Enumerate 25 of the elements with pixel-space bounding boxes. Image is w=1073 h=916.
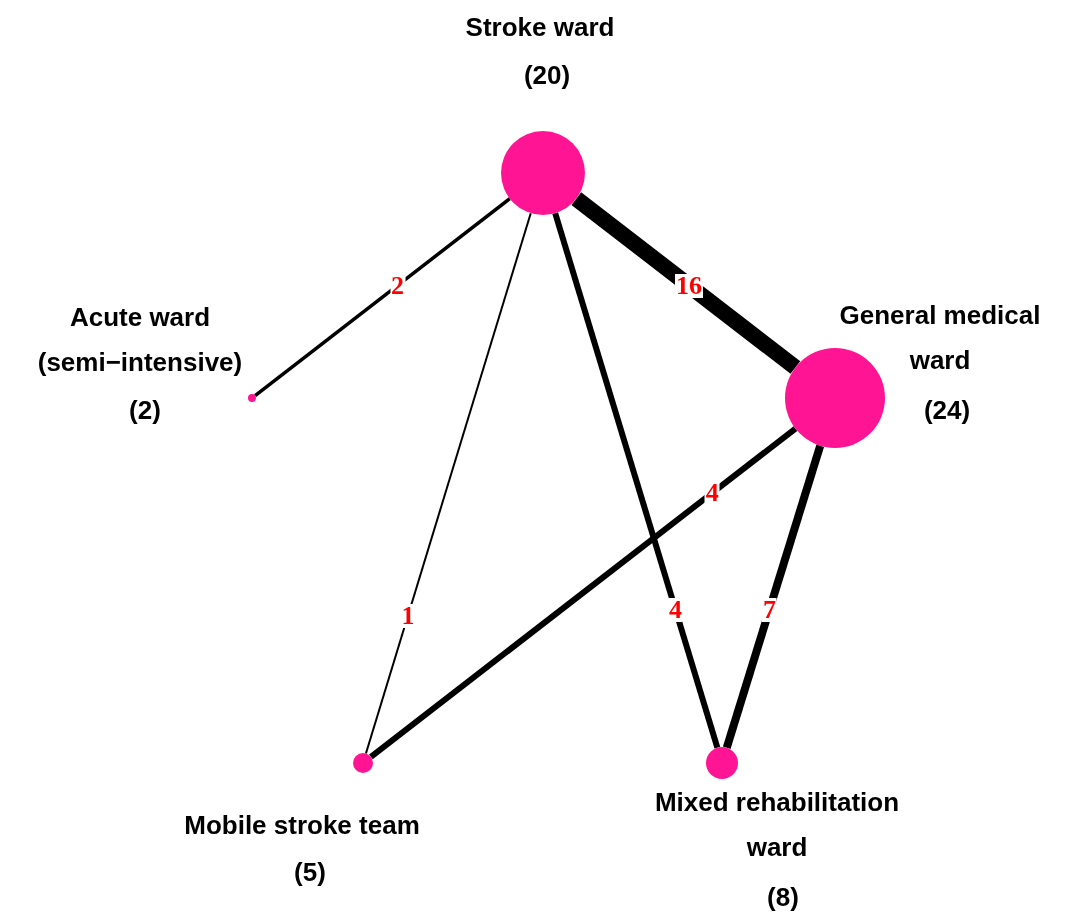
node-label: Acute ward (semi−intensive) [36,301,244,379]
study-count: (2) [128,394,162,427]
node-circle [706,747,738,779]
node-label: Mobile stroke team [183,809,421,842]
study-count: (24) [922,394,972,427]
node-label: Mixed rehabilitation ward [653,786,901,864]
edge-label: 7 [761,597,777,622]
edge-label: 4 [704,480,720,505]
edge-label: 4 [667,597,683,622]
network-edge [552,212,721,749]
network-edge [722,444,825,749]
node-label: Stroke ward [464,11,616,44]
node-circle [248,394,256,402]
network-edge [364,212,532,755]
study-count: (20) [522,59,572,92]
study-count: (5) [293,856,327,889]
edge-label: 1 [400,603,416,628]
node-circle [501,131,585,215]
edge-label: 16 [675,273,703,298]
node-circle [353,753,373,773]
study-count: (8) [766,881,800,914]
network-edge [369,426,798,760]
node-label: General medical ward [838,299,1042,377]
network-edge [254,197,511,397]
network-edge [571,192,801,374]
